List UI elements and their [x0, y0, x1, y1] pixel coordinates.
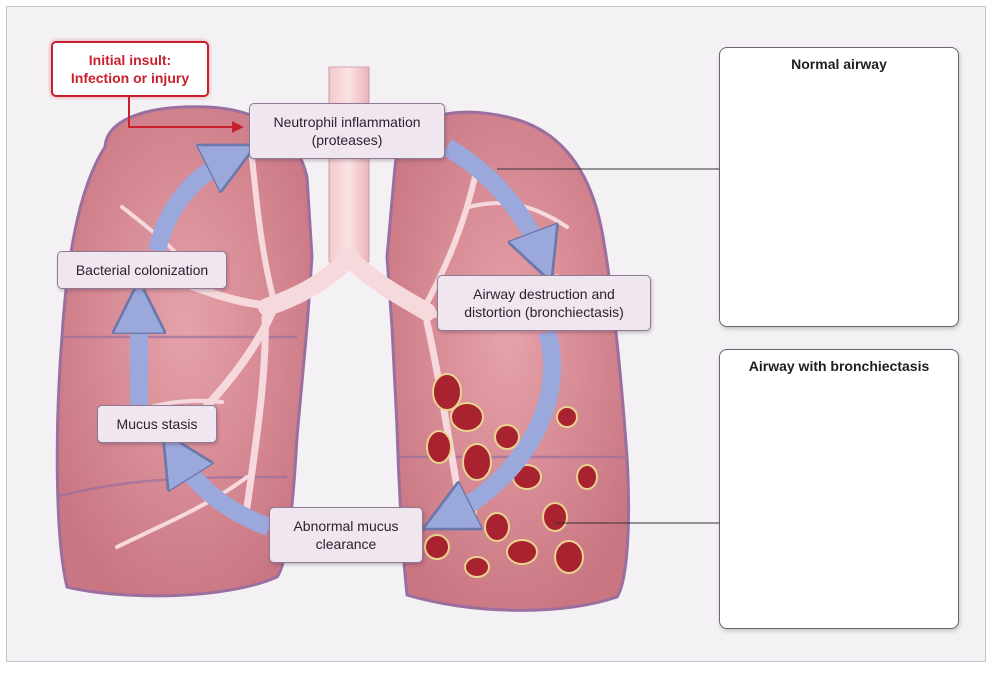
abnormal-mucus-clearance-label: Abnormal mucus clearance: [269, 507, 423, 563]
airway-destruction-label: Airway destruction and distortion (bronc…: [437, 275, 651, 331]
trachea: [328, 66, 370, 263]
bacterial-colonization-label: Bacterial colonization: [57, 251, 227, 289]
initial-insult-box: Initial insult: Infection or injury: [51, 41, 209, 97]
arrow-mucus-to-stasis: [177, 455, 273, 536]
neutrophil-inflammation-label: Neutrophil inflammation (proteases): [249, 103, 445, 159]
lungs-illustration: [55, 62, 909, 612]
diagram-frame: Initial insult: Infection or injury Neut…: [6, 6, 986, 662]
bronchiectasis-airway-panel: Airway with bronchiectasis: [719, 349, 959, 629]
mucus-stasis-label: Mucus stasis: [97, 405, 217, 443]
arrow-colonization-to-neutrophil: [148, 157, 232, 254]
arrow-neutrophil-to-destruction: [442, 139, 542, 257]
insult-line-2: Infection or injury: [70, 70, 190, 86]
bronchiectasis-airway-title: Airway with bronchiectasis: [748, 358, 930, 374]
normal-airway-title: Normal airway: [791, 56, 887, 72]
insult-arrow: [128, 91, 244, 133]
insult-line-1: Initial insult:: [88, 52, 172, 68]
arrow-destruction-to-mucus: [447, 329, 562, 517]
normal-airway-panel: Normal airway: [719, 47, 959, 327]
cycle-arrows: [139, 139, 562, 536]
